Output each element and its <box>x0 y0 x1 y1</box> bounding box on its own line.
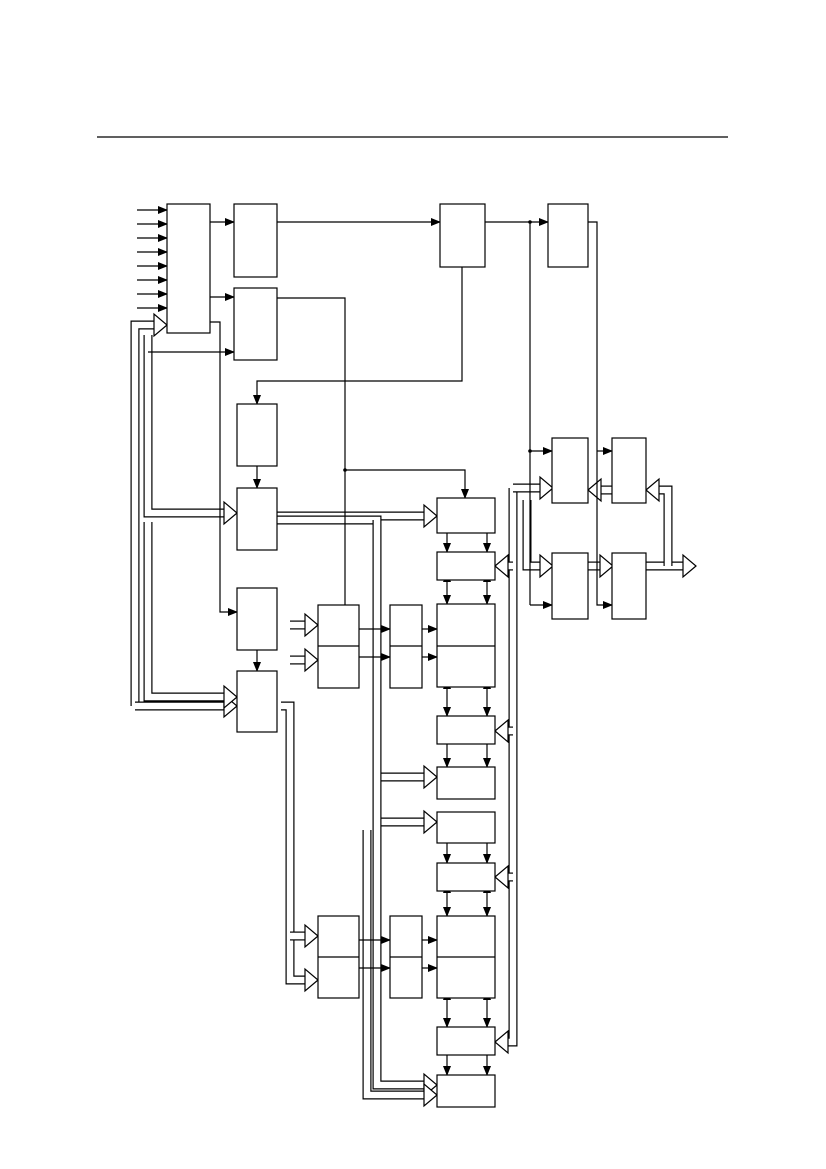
junction-dot <box>343 468 347 472</box>
bus-arrowhead <box>645 477 660 503</box>
block <box>436 497 496 534</box>
block <box>436 715 496 745</box>
block <box>611 437 647 504</box>
bus-arrowhead <box>587 477 602 503</box>
bus-arrowhead <box>539 553 554 579</box>
bus-main <box>131 321 154 706</box>
junction-dot <box>528 220 532 224</box>
bus <box>508 488 517 1046</box>
signal-line <box>588 221 613 609</box>
bus <box>659 486 672 566</box>
bus-arrowhead <box>423 503 438 529</box>
bus-arrowhead <box>539 475 554 501</box>
bus-arrowhead <box>423 1082 438 1108</box>
bus-arrowhead <box>494 864 509 890</box>
signal-line <box>253 267 463 405</box>
bus-arrowhead <box>304 647 319 673</box>
block <box>439 203 486 268</box>
bus-arrowhead <box>599 553 614 579</box>
bus <box>373 790 424 1089</box>
block <box>547 203 589 268</box>
bus-arrowhead <box>304 923 319 949</box>
bus-arrowhead <box>153 312 168 338</box>
block <box>436 862 496 892</box>
block <box>233 203 278 278</box>
bus-arrowhead <box>223 500 238 526</box>
block <box>551 552 589 620</box>
bus-arrowhead <box>423 764 438 790</box>
block <box>611 552 647 620</box>
signal-line <box>345 469 469 499</box>
bus-arrowhead <box>494 553 509 579</box>
signal-line <box>277 297 346 605</box>
block <box>436 766 496 800</box>
block <box>436 551 496 581</box>
bus-arrowhead <box>304 612 319 638</box>
bus-arrowhead <box>494 718 509 744</box>
block <box>236 403 278 467</box>
bus-arrowhead <box>682 553 697 579</box>
junction-dot <box>528 449 532 453</box>
bus-arrowhead <box>423 809 438 835</box>
block <box>236 487 278 551</box>
block <box>233 287 278 361</box>
bus <box>144 522 224 701</box>
bus <box>523 500 540 570</box>
bus <box>281 702 305 984</box>
bus <box>363 830 424 1099</box>
block <box>436 811 496 844</box>
block <box>436 1026 496 1056</box>
signal-line <box>210 321 238 616</box>
bus-arrowhead <box>304 967 319 993</box>
block <box>166 203 211 334</box>
bus <box>144 335 224 517</box>
block <box>436 1074 496 1108</box>
bus-arrowhead <box>494 1029 509 1055</box>
block <box>236 670 278 733</box>
bus-arrowhead <box>223 684 238 710</box>
bus <box>143 335 224 518</box>
block <box>236 587 278 651</box>
block <box>551 437 589 504</box>
bus <box>143 522 224 702</box>
